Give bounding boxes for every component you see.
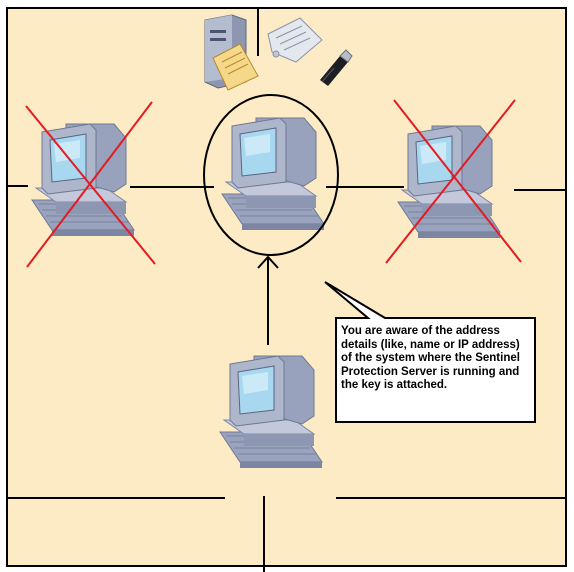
callout-bubble xyxy=(324,281,536,423)
computer-icon xyxy=(221,117,325,231)
parallel-port-key-icon xyxy=(267,17,323,63)
computer-icon xyxy=(219,355,323,469)
callout-text: You are aware of the address details (li… xyxy=(341,325,520,392)
cross-mark-icon xyxy=(385,99,522,264)
connection-arrow xyxy=(257,255,279,345)
license-document-icon xyxy=(212,43,259,91)
server-highlight-ellipse xyxy=(203,94,339,256)
network-lines xyxy=(6,7,567,572)
cross-mark-icon xyxy=(25,101,156,268)
diagram-background xyxy=(7,8,566,566)
usb-key-icon xyxy=(320,49,353,86)
